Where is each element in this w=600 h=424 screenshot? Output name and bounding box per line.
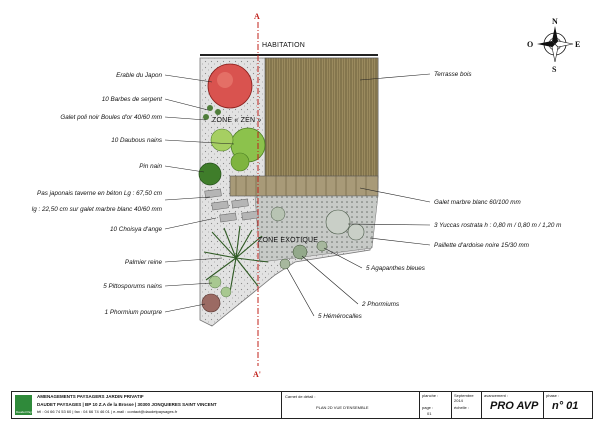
label-yuccas: 3 Yuccas rostrata h : 0,80 m / 0,80 m / … xyxy=(434,222,561,229)
stepping-stones xyxy=(204,188,259,223)
section-top-label: A xyxy=(254,12,260,21)
zone-zen-label: ZONE « ZEN » xyxy=(212,117,261,124)
right-labels: Terrasse bois Galet marbre blanc 60/100 … xyxy=(318,71,561,320)
planche-cell: planche : page : 01 xyxy=(420,392,452,418)
detail-cell: Carnet de détail : PLAN 2D VUE D'ENSEMBL… xyxy=(282,392,420,418)
zone-exotic-label: ZONE EXOTIQUE xyxy=(258,237,318,244)
svg-text:N: N xyxy=(552,17,558,26)
yuccas xyxy=(325,209,351,235)
label-hemerocalles: 5 Hémérocalles xyxy=(318,313,363,320)
phormiums xyxy=(292,244,308,260)
label-paillette: Paillette d'ardoise noire 15/30 mm xyxy=(434,242,529,249)
purple-phormium xyxy=(201,293,221,313)
company-logo: Daudet Paysages xyxy=(15,395,40,415)
left-leader-lines xyxy=(164,74,235,313)
label-pas-japonais-2: lg : 22,50 cm sur galet marbre blanc 40/… xyxy=(32,206,162,213)
label-palmier: Palmier reine xyxy=(125,259,163,266)
company-title: AMENAGEMENTS PAYSAGERS JARDIN PRIVATIF xyxy=(37,394,144,399)
label-terrasse: Terrasse bois xyxy=(434,71,472,78)
phase-cell: phase : n° 01 xyxy=(546,393,579,412)
company-address: DAUDET PAYSAGES | BP 10 Z.A de la Brosse… xyxy=(37,402,217,407)
label-daubous: 10 Daubous nains xyxy=(111,137,163,144)
company-contact: tél : 04 66 74 53 60 | fax : 04 66 74 46… xyxy=(37,409,178,414)
wood-terrace xyxy=(264,57,379,179)
label-agapanthes: 5 Agapanthes bleues xyxy=(366,265,426,272)
label-phormium-pourpre: 1 Phormium pourpre xyxy=(105,309,163,316)
pittosporums xyxy=(208,275,222,289)
title-block: Daudet Paysages AMENAGEMENTS PAYSAGERS J… xyxy=(11,391,593,419)
compass-icon: N S E O xyxy=(527,17,580,74)
label-pin: Pin nain xyxy=(139,163,162,170)
left-labels: Erable du Japon 10 Barbes de serpent Gal… xyxy=(32,72,163,316)
hemerocalles xyxy=(279,258,291,270)
phase-value: n° 01 xyxy=(552,400,579,412)
date-cell: Septembre 2014 échelle : xyxy=(452,392,482,418)
garden-plan: HABITATION ZONE « ZEN xyxy=(32,12,581,379)
label-phormiums: 2 Phormiums xyxy=(361,301,400,308)
dwarf-pine xyxy=(198,162,222,186)
company-cell: Daudet Paysages AMENAGEMENTS PAYSAGERS J… xyxy=(12,392,282,418)
label-pas-japonais: Pas japonais taverne en béton Lg : 67,50… xyxy=(37,190,162,197)
right-leader-lines xyxy=(286,73,431,317)
snake-beard-plants xyxy=(203,105,221,120)
section-bottom-label: A' xyxy=(253,370,261,379)
habitation-label: HABITATION xyxy=(262,42,305,49)
label-galet-noir: Galet poli noir Boules d'or 40/60 mm xyxy=(60,114,162,121)
avancement-cell: avancement : PRO AVP xyxy=(482,392,544,418)
agapanthes xyxy=(316,240,328,252)
svg-text:S: S xyxy=(552,65,557,74)
avancement-value: PRO AVP xyxy=(490,400,539,412)
label-pittosporums: 5 Pittosporums nains xyxy=(103,283,163,290)
label-galet-blanc: Galet marbre blanc 60/100 mm xyxy=(434,199,521,206)
svg-text:E: E xyxy=(575,40,580,49)
label-barbes: 10 Barbes de serpent xyxy=(102,96,162,103)
detail-value: PLAN 2D VUE D'ENSEMBLE xyxy=(316,405,369,410)
label-erable: Erable du Japon xyxy=(116,72,162,79)
label-choisya: 10 Choisya d'ange xyxy=(110,226,162,233)
svg-text:O: O xyxy=(527,40,533,49)
